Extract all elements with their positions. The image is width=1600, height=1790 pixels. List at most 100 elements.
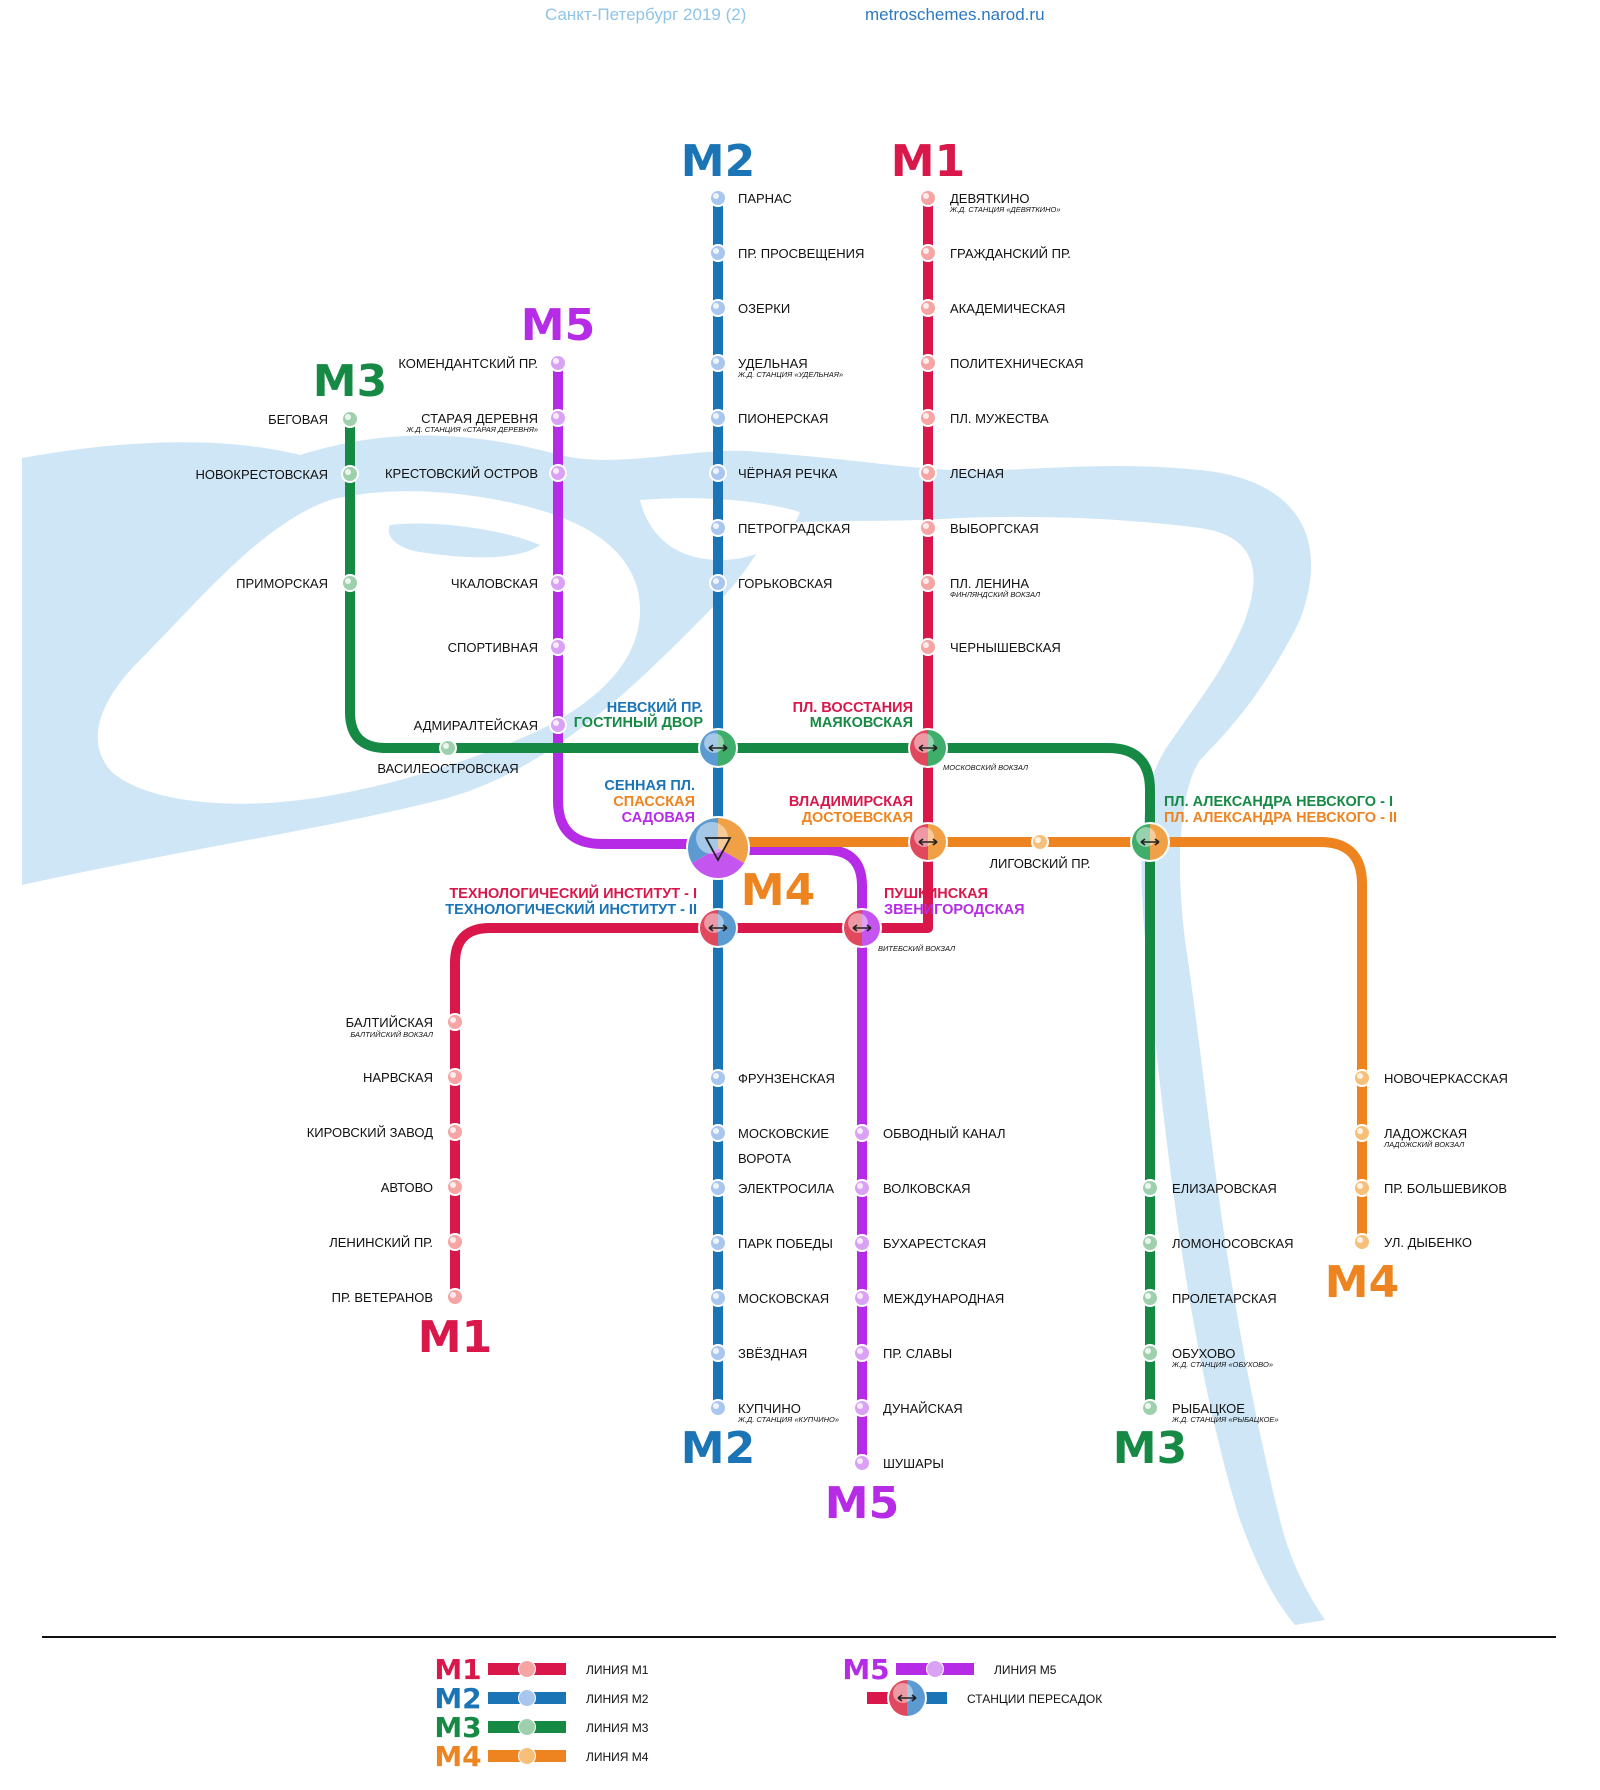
station-shushary[interactable] (853, 1454, 871, 1472)
station-chernysh[interactable] (919, 638, 937, 656)
station-label-veteranov: ПР. ВЕТЕРАНОВ (332, 1290, 433, 1305)
station-label-avtovo: АВТОВО (381, 1180, 433, 1195)
station-krestovsky[interactable] (549, 464, 567, 482)
station-shine (1145, 1293, 1151, 1299)
station-sublabel: Ж.Д. СТАНЦИЯ «ОБУХОВО» (1171, 1360, 1273, 1369)
station-dybenko[interactable] (1353, 1233, 1371, 1251)
station-shine (553, 358, 559, 364)
station-gorkovskaya[interactable] (709, 574, 727, 592)
station-shine (923, 468, 929, 474)
station-begovaya[interactable] (341, 410, 359, 428)
station-ozerki[interactable] (709, 299, 727, 317)
station-elizarov[interactable] (1141, 1179, 1159, 1197)
transfer-shine (1136, 827, 1156, 847)
site-link: metroschemes.narod.ru (865, 5, 1045, 24)
station-elektrosila[interactable] (709, 1179, 727, 1197)
station-shine (923, 578, 929, 584)
transfer-vosstaniya[interactable] (908, 728, 948, 768)
station-frunzenskaya[interactable] (709, 1069, 727, 1087)
station-politeh[interactable] (919, 354, 937, 372)
transfer-vladimirskaya[interactable] (908, 822, 948, 862)
transfer-sennaya[interactable] (686, 816, 750, 880)
station-pionerskaya[interactable] (709, 409, 727, 427)
station-chernaya_rechka[interactable] (709, 464, 727, 482)
station-narvskaya[interactable] (446, 1068, 464, 1086)
station-sportivnaya[interactable] (549, 638, 567, 656)
station-chkalovskaya[interactable] (549, 574, 567, 592)
station-park_pobedy[interactable] (709, 1234, 727, 1252)
station-shine (713, 193, 719, 199)
legend-label-m5: ЛИНИЯ M5 (994, 1663, 1057, 1677)
station-vyborgskaya[interactable] (919, 519, 937, 537)
station-baltiyskaya[interactable] (446, 1013, 464, 1031)
station-shine (713, 303, 719, 309)
station-parnas[interactable] (709, 189, 727, 207)
station-ligovsky[interactable] (1031, 833, 1049, 851)
station-muzhestva[interactable] (919, 409, 937, 427)
station-petrogradskaya[interactable] (709, 519, 727, 537)
station-label-primorskaya: ПРИМОРСКАЯ (236, 576, 328, 591)
station-proletar[interactable] (1141, 1289, 1159, 1307)
station-lomonos[interactable] (1141, 1234, 1159, 1252)
station-ladozhskaya[interactable] (1353, 1124, 1371, 1142)
line-badge-m4: M4 (741, 865, 815, 916)
legend-label-m4: ЛИНИЯ M4 (586, 1750, 649, 1764)
station-rybatskoe[interactable] (1141, 1399, 1159, 1417)
station-obukhovo[interactable] (1141, 1344, 1159, 1362)
station-label-volkovskaya: ВОЛКОВСКАЯ (883, 1181, 971, 1196)
transfer-arrow-icon (852, 924, 872, 932)
station-kirovsky[interactable] (446, 1123, 464, 1141)
station-admiral[interactable] (549, 716, 567, 734)
transfer-part-m2 (687, 818, 718, 863)
transfer-label: МАЯКОВСКАЯ (810, 715, 913, 731)
station-pr_slavy[interactable] (853, 1344, 871, 1362)
station-obvodny[interactable] (853, 1124, 871, 1142)
station-pr_prosv[interactable] (709, 244, 727, 262)
station-volkovskaya[interactable] (853, 1179, 871, 1197)
station-label-pionerskaya: ПИОНЕРСКАЯ (738, 411, 828, 426)
station-udelnaya[interactable] (709, 354, 727, 372)
station-lesnaya[interactable] (919, 464, 937, 482)
transfer-nevsky[interactable] (698, 728, 738, 768)
station-label-pr_prosv: ПР. ПРОСВЕЩЕНИЯ (738, 246, 864, 261)
station-zvezdnaya[interactable] (709, 1344, 727, 1362)
station-novocherk[interactable] (1353, 1069, 1371, 1087)
station-sublabel: ФИНЛЯНДСКИЙ ВОКЗАЛ (950, 590, 1041, 599)
transfer-tech-inst[interactable] (698, 908, 738, 948)
station-shine (713, 1348, 719, 1354)
station-akadem[interactable] (919, 299, 937, 317)
station-bukharest[interactable] (853, 1234, 871, 1252)
transfer-label: ЗВЕНИГОРОДСКАЯ (884, 902, 1025, 918)
station-shine (1357, 1237, 1363, 1243)
station-primorskaya[interactable] (341, 574, 359, 592)
station-bolshevikov[interactable] (1353, 1179, 1371, 1197)
station-moskovskaya[interactable] (709, 1289, 727, 1307)
station-dunayskaya[interactable] (853, 1399, 871, 1417)
legend-badge-m4: M4 (434, 1740, 481, 1773)
station-mezhdunar[interactable] (853, 1289, 871, 1307)
station-shine (923, 358, 929, 364)
station-leninsky[interactable] (446, 1233, 464, 1251)
station-kupchino[interactable] (709, 1399, 727, 1417)
station-devyatkino[interactable] (919, 189, 937, 207)
station-vasileostr[interactable] (439, 739, 457, 757)
station-novokrest[interactable] (341, 465, 359, 483)
station-grazhd[interactable] (919, 244, 937, 262)
station-avtovo[interactable] (446, 1178, 464, 1196)
station-mosk_vorota[interactable] (709, 1124, 727, 1142)
station-label-vyborgskaya: ВЫБОРГСКАЯ (950, 521, 1039, 536)
station-star_derevnya[interactable] (549, 409, 567, 427)
legend-station-dot (519, 1661, 535, 1677)
line-m4-track (713, 837, 1367, 1247)
station-pl_lenina[interactable] (919, 574, 937, 592)
station-sublabel: Ж.Д. СТАНЦИЯ «УДЕЛЬНАЯ» (737, 370, 843, 379)
station-komend[interactable] (549, 354, 567, 372)
station-label-ozerki: ОЗЕРКИ (738, 301, 790, 316)
station-shine (923, 193, 929, 199)
station-veteranov[interactable] (446, 1288, 464, 1306)
transfer-alex-nevsky[interactable] (1130, 822, 1170, 862)
station-label-akadem: АКАДЕМИЧЕСКАЯ (950, 301, 1065, 316)
transfer-pushkinskaya[interactable] (842, 908, 882, 948)
legend-label-m1: ЛИНИЯ M1 (586, 1663, 649, 1677)
station-shine (345, 469, 351, 475)
